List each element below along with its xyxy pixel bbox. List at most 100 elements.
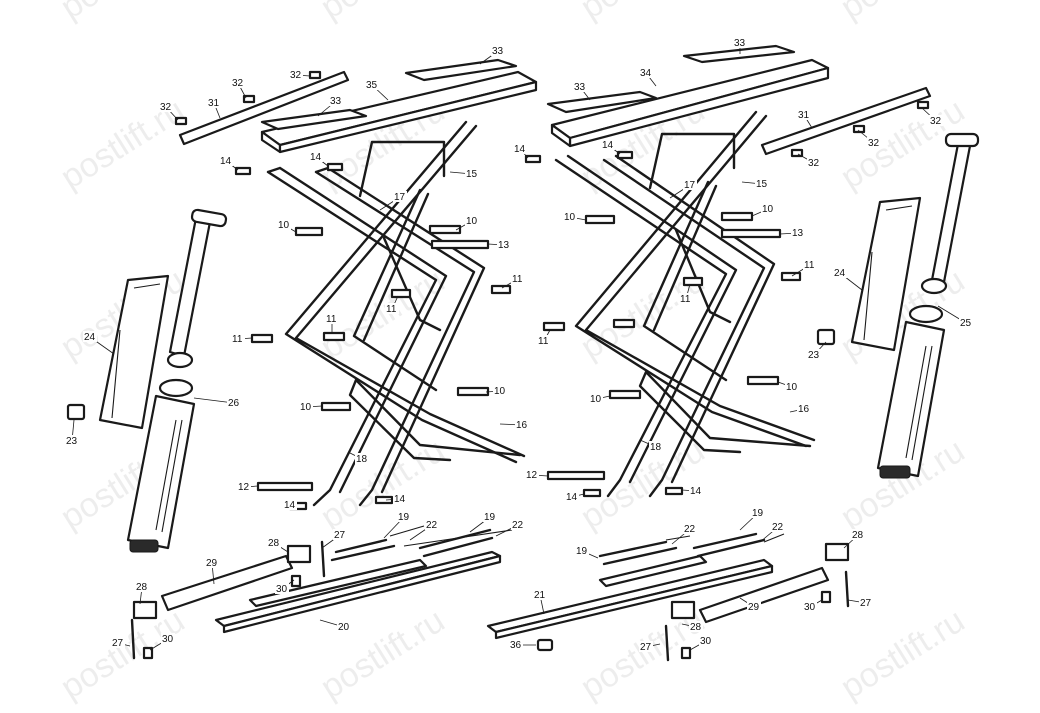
callout-backdrop <box>207 97 221 108</box>
callout-number: 32 <box>160 102 172 113</box>
pin-14b <box>374 495 394 505</box>
right-scissor-arm-c <box>574 110 816 448</box>
callout-number: 22 <box>512 520 524 531</box>
callout-number: 10 <box>278 220 290 231</box>
left-scissor-base-frame <box>348 378 522 462</box>
callout-backdrop <box>851 529 865 540</box>
callout-backdrop <box>807 157 821 168</box>
right-seal <box>920 277 948 295</box>
callout-number: 17 <box>684 180 696 191</box>
pin-10b <box>428 224 462 235</box>
callout-backdrop <box>575 545 589 556</box>
left-seal <box>166 351 194 369</box>
callout-backdrop <box>511 273 525 284</box>
callout-number: 14 <box>310 152 322 163</box>
right-cylinder-ribs <box>905 345 933 461</box>
callout-backdrop <box>589 393 603 404</box>
callout-backdrop <box>639 641 653 652</box>
callout-backdrop <box>797 403 811 414</box>
right-rod-19b <box>692 532 766 558</box>
pin-14e <box>582 488 602 498</box>
callout-number: 32 <box>290 70 302 81</box>
callout-backdrop <box>465 215 479 226</box>
callout-number: 22 <box>684 524 696 535</box>
callout-backdrop <box>573 81 587 92</box>
callout-backdrop <box>237 481 251 492</box>
right-piston-rod <box>930 142 972 284</box>
callout-number: 11 <box>804 260 815 271</box>
left-rail-29 <box>160 554 294 612</box>
callout-backdrop <box>563 211 577 222</box>
callout-backdrop <box>465 168 479 179</box>
callout-number: 11 <box>680 294 691 305</box>
callout-number: 23 <box>66 436 78 447</box>
pin-11 <box>490 284 512 295</box>
right-plate-rear <box>682 44 796 64</box>
right-bracket-28b <box>824 542 850 562</box>
callout-number: 10 <box>564 212 576 223</box>
pin-10 <box>294 226 324 237</box>
callout-number: 11 <box>232 334 243 345</box>
callout-backdrop <box>393 493 407 504</box>
callout-number: 14 <box>220 156 232 167</box>
right-cylinder-body <box>876 320 946 478</box>
screw-32b <box>242 94 256 104</box>
callout-backdrop <box>333 529 347 540</box>
left-top-platform-front <box>278 80 538 154</box>
callout-backdrop <box>747 601 761 612</box>
callout-backdrop <box>867 137 881 148</box>
left-rod-22 <box>389 525 513 547</box>
watermark-text: postlift.ru <box>54 0 191 27</box>
callout-backdrop <box>699 635 713 646</box>
callout-backdrop <box>393 191 407 202</box>
callout-number: 32 <box>808 158 820 169</box>
callout-backdrop <box>275 583 289 594</box>
right-block <box>816 328 836 346</box>
watermark-text: postlift.ru <box>314 0 451 27</box>
callout-number: 16 <box>516 420 528 431</box>
callout-backdrop <box>205 557 219 568</box>
callout-backdrop <box>929 115 943 126</box>
callout-number: 14 <box>690 486 702 497</box>
callout-number: 36 <box>510 640 522 651</box>
callout-number: 11 <box>538 336 549 347</box>
right-bracket-28a <box>670 600 696 620</box>
shaft-12 <box>256 481 314 492</box>
right-cover <box>850 196 922 352</box>
pin-10c <box>456 386 490 397</box>
callout-backdrop <box>425 519 439 530</box>
callout-backdrop <box>355 453 369 464</box>
callout-backdrop <box>601 139 615 150</box>
pin-11c <box>250 333 274 344</box>
callout-number: 23 <box>808 350 820 361</box>
left-scissor-arm-c <box>284 120 526 464</box>
callout-backdrop <box>689 621 703 632</box>
right-scissor-arm-d <box>642 180 728 382</box>
callout-number: 10 <box>466 216 478 227</box>
callout-backdrop <box>761 203 775 214</box>
callout-backdrop <box>513 143 527 154</box>
callout-number: 19 <box>398 512 410 523</box>
pin-11b <box>390 288 412 299</box>
callout-number: 27 <box>334 530 346 541</box>
right-pins-27 <box>664 570 850 662</box>
callout-number: 32 <box>232 78 244 89</box>
callout-backdrop <box>511 519 525 530</box>
callout-number: 19 <box>484 512 496 523</box>
callout-number: 21 <box>534 590 546 601</box>
left-bracket-28b <box>286 544 312 564</box>
callout-number: 11 <box>326 314 337 325</box>
left-base-frame-20-front <box>222 554 502 634</box>
callout-backdrop <box>483 511 497 522</box>
right-spring-30b <box>680 646 692 660</box>
right-cylinder-base <box>879 465 911 479</box>
callout-number: 30 <box>804 602 816 613</box>
callout-number: 13 <box>792 228 804 239</box>
callout-backdrop <box>689 485 703 496</box>
right-collar <box>908 304 944 324</box>
callout-number: 30 <box>276 584 288 595</box>
callout-backdrop <box>807 349 821 360</box>
right-strip <box>760 86 932 156</box>
right-rod-eye <box>944 132 980 148</box>
right-rod-22 <box>665 533 785 543</box>
